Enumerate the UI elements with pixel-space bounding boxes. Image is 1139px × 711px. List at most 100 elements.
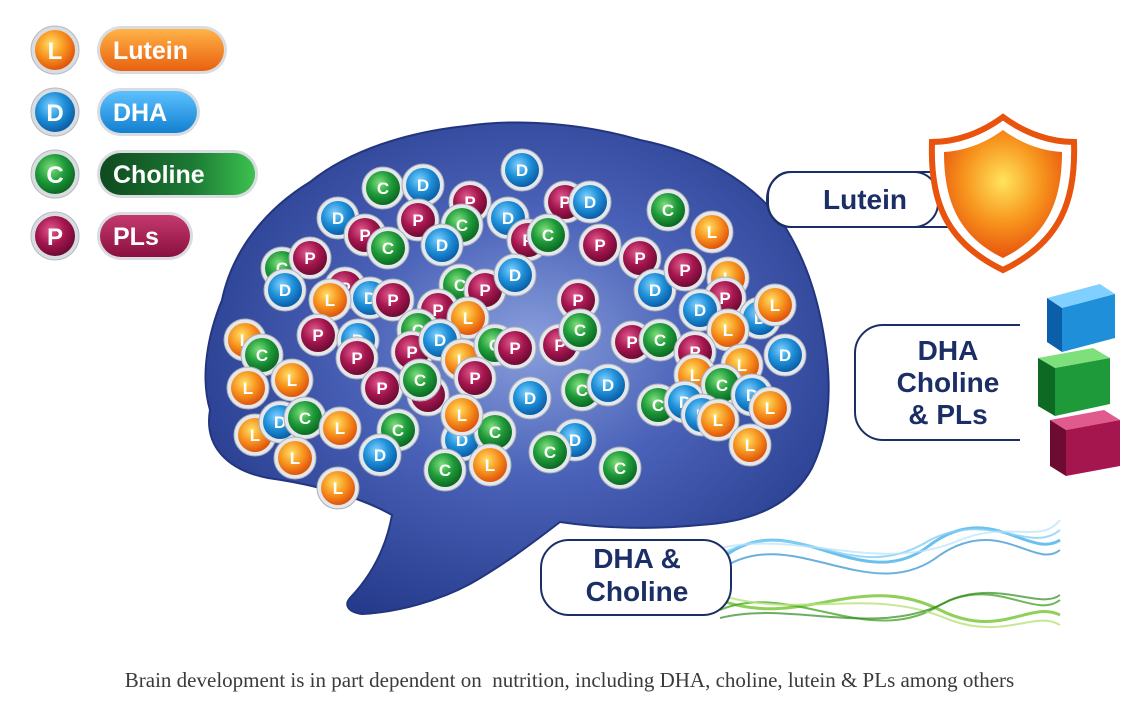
- molecule-choline: C: [473, 410, 517, 454]
- molecule-lutein: L: [440, 393, 484, 437]
- molecule-letter: L: [723, 321, 733, 340]
- molecule-lutein: L: [308, 278, 352, 322]
- molecule-letter: P: [351, 349, 362, 368]
- molecule-body: [363, 438, 397, 472]
- molecule-body: [301, 318, 335, 352]
- molecule-letter: P: [412, 211, 423, 230]
- molecule-dha: D: [420, 223, 464, 267]
- molecule-letter: L: [457, 351, 467, 370]
- molecule-choline: C: [646, 188, 690, 232]
- molecule-choline: C: [558, 308, 602, 352]
- molecule-pls: P: [453, 356, 497, 400]
- molecule-letter: P: [376, 379, 387, 398]
- molecule-body: [278, 441, 312, 475]
- molecule-body: [425, 228, 459, 262]
- molecule-body: [403, 363, 437, 397]
- molecule-body: [643, 323, 677, 357]
- molecule-letter: C: [299, 409, 311, 428]
- molecule-body: [323, 411, 357, 445]
- molecule-letter: L: [690, 366, 700, 385]
- molecule-body: [406, 168, 440, 202]
- molecule-body: [498, 331, 532, 365]
- molecule-pls: P: [618, 236, 662, 280]
- molecule-letter: P: [432, 301, 443, 320]
- molecule-letter: C: [377, 179, 389, 198]
- molecule-letter: D: [509, 266, 521, 285]
- molecule-letter: D: [569, 431, 581, 450]
- molecule-choline: C: [638, 318, 682, 362]
- molecule-letter: P: [304, 249, 315, 268]
- molecule-lutein: L: [318, 406, 362, 450]
- molecule-pls: P: [335, 336, 379, 380]
- molecule-letter: L: [290, 449, 300, 468]
- molecule-letter: D: [602, 376, 614, 395]
- molecule-pls: P: [360, 366, 404, 410]
- molecule-pls: P: [578, 223, 622, 267]
- molecule-letter: P: [679, 261, 690, 280]
- molecule-body: [561, 283, 595, 317]
- molecule-lutein: L: [690, 210, 734, 254]
- molecule-letter: C: [544, 443, 556, 462]
- molecule-body: [591, 368, 625, 402]
- molecule-letter: L: [770, 296, 780, 315]
- molecule-dha: D: [493, 253, 537, 297]
- molecule-lutein: L: [270, 358, 314, 402]
- molecule-letter: C: [614, 459, 626, 478]
- molecule-dha: D: [401, 163, 445, 207]
- molecule-letter: C: [392, 421, 404, 440]
- legend-label-dha: DHA: [113, 99, 167, 127]
- molecule-lutein: L: [728, 423, 772, 467]
- molecule-dha: D: [500, 148, 544, 192]
- molecule-letter: L: [765, 399, 775, 418]
- molecule-lutein: L: [226, 366, 270, 410]
- molecule-lutein: L: [748, 386, 792, 430]
- molecule-letter: P: [479, 281, 490, 300]
- molecule-pls: P: [663, 248, 707, 292]
- molecule-body: [445, 398, 479, 432]
- molecule-body: [505, 153, 539, 187]
- molecule-letter: L: [707, 223, 717, 242]
- molecule-body: [268, 273, 302, 307]
- molecule-letter: P: [464, 193, 475, 212]
- legend-pill: [100, 29, 224, 71]
- molecule-letter: D: [524, 389, 536, 408]
- molecule-body: [733, 428, 767, 462]
- molecule-letter: L: [745, 436, 755, 455]
- molecule-body: [563, 313, 597, 347]
- molecule-letter: P: [406, 343, 417, 362]
- molecule-choline: C: [398, 358, 442, 402]
- molecule-letter: C: [542, 226, 554, 245]
- molecule-body: [623, 241, 657, 275]
- legend-badge: [35, 92, 75, 132]
- molecule-letter: L: [240, 331, 250, 350]
- molecule-body: [695, 215, 729, 249]
- molecule-pls: P: [371, 278, 415, 322]
- molecule-body: [376, 283, 410, 317]
- lutein-label: Lutein: [823, 184, 907, 215]
- molecule-letter: P: [509, 339, 520, 358]
- signaling-label-line1: DHA &: [593, 543, 681, 574]
- molecule-body: [768, 338, 802, 372]
- molecule-letter: C: [439, 461, 451, 480]
- molecule-letter: D: [417, 176, 429, 195]
- molecule-pls: P: [288, 236, 332, 280]
- molecule-body: [498, 258, 532, 292]
- molecule-body: [705, 368, 739, 402]
- molecule-choline: C: [240, 333, 284, 377]
- molecule-letter: P: [626, 333, 637, 352]
- molecule-dha: D: [586, 363, 630, 407]
- molecule-letter: D: [779, 346, 791, 365]
- molecule-body: [583, 228, 617, 262]
- molecule-letter: C: [454, 276, 466, 295]
- molecule-letter: C: [574, 321, 586, 340]
- molecule-body: [603, 451, 637, 485]
- molecule-letter: P: [689, 343, 700, 362]
- molecule-letter: P: [594, 236, 605, 255]
- molecule-letter: C: [662, 201, 674, 220]
- molecule-letter: L: [457, 406, 467, 425]
- molecule-pls: P: [556, 278, 600, 322]
- molecule-lutein: L: [316, 466, 360, 510]
- molecule-letter: C: [652, 396, 664, 415]
